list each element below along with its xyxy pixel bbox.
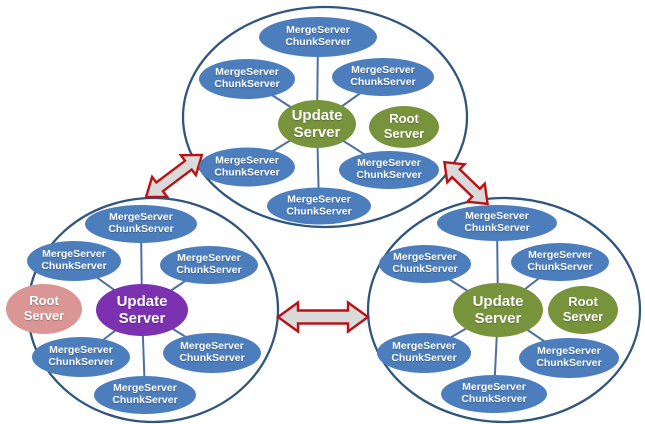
top-to-bottom-left-arrow-icon bbox=[144, 153, 204, 199]
top-cluster-merge-node-6: MergeServer ChunkServer bbox=[267, 187, 371, 225]
bottom-right-cluster-merge-node-3: MergeServer ChunkServer bbox=[511, 243, 609, 281]
top-cluster-merge-node-2: MergeServer ChunkServer bbox=[199, 59, 295, 99]
top-to-bottom-right-arrow-icon bbox=[443, 160, 489, 206]
bottom-right-cluster-merge-node-1: MergeServer ChunkServer bbox=[437, 205, 557, 241]
top-cluster-merge-node-5: MergeServer ChunkServer bbox=[339, 151, 439, 189]
bottom-left-to-bottom-right-arrow-icon bbox=[275, 300, 371, 334]
top-cluster-update-server-node: Update Server bbox=[278, 100, 356, 148]
top-cluster-merge-node-1: MergeServer ChunkServer bbox=[259, 17, 377, 57]
top-cluster-ring bbox=[181, 5, 469, 229]
bottom-left-cluster-update-server-node: Update Server bbox=[96, 284, 188, 336]
bottom-right-cluster-merge-node-6: MergeServer ChunkServer bbox=[441, 375, 547, 413]
bottom-right-cluster-merge-node-5: MergeServer ChunkServer bbox=[519, 338, 619, 378]
bottom-left-cluster-merge-node-5: MergeServer ChunkServer bbox=[163, 333, 261, 373]
bottom-left-cluster-merge-node-1: MergeServer ChunkServer bbox=[85, 205, 197, 243]
bottom-right-cluster-merge-node-4: MergeServer ChunkServer bbox=[377, 333, 471, 373]
bottom-right-cluster-root-server-node: Root Server bbox=[548, 286, 618, 334]
bottom-left-cluster-merge-node-4: MergeServer ChunkServer bbox=[32, 337, 130, 377]
bottom-right-cluster-ring bbox=[366, 196, 642, 424]
bottom-left-cluster-merge-node-3: MergeServer ChunkServer bbox=[160, 246, 258, 284]
top-cluster-merge-node-4: MergeServer ChunkServer bbox=[199, 147, 295, 187]
bottom-right-cluster-merge-node-2: MergeServer ChunkServer bbox=[379, 245, 471, 283]
bottom-right-cluster-update-server-node: Update Server bbox=[453, 283, 543, 337]
bottom-left-cluster-merge-node-6: MergeServer ChunkServer bbox=[94, 376, 196, 414]
bottom-left-cluster-root-server-node: Root Server bbox=[6, 284, 82, 334]
top-cluster-root-server-node: Root Server bbox=[369, 106, 439, 148]
bottom-left-cluster-merge-node-2: MergeServer ChunkServer bbox=[27, 241, 121, 281]
top-cluster-merge-node-3: MergeServer ChunkServer bbox=[332, 58, 434, 96]
